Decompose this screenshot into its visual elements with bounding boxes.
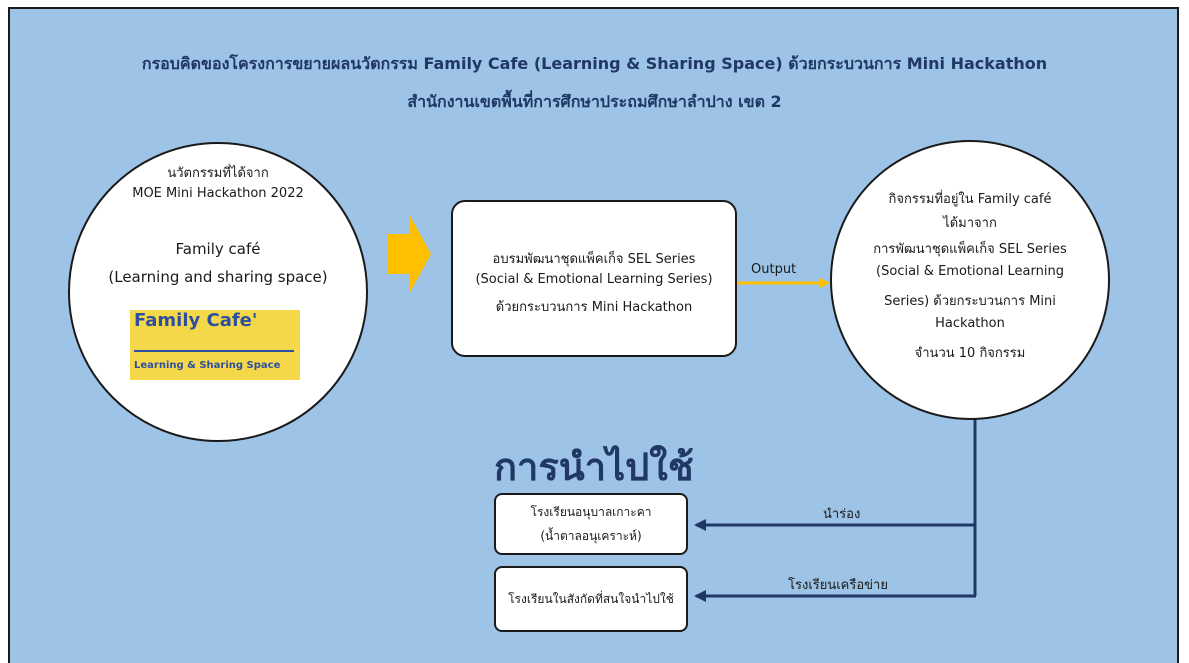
activities-line-5: Series) ด้วยกระบวนการ Mini xyxy=(884,294,1056,309)
logo-divider xyxy=(134,350,294,352)
innovation-subname: (Learning and sharing space) xyxy=(108,268,328,286)
pilot-label: นำร่อง xyxy=(823,507,861,522)
activities-line-3: การพัฒนาชุดแพ็คเก็จ SEL Series xyxy=(873,242,1067,257)
title-line-2: สำนักงานเขตพื้นที่การศึกษาประถมศึกษาลำปา… xyxy=(407,92,782,111)
logo-subtitle: Learning & Sharing Space xyxy=(134,360,281,371)
pilot-school-name: โรงเรียนอนุบาลเกาะคา xyxy=(530,505,652,519)
activities-line-7: จำนวน 10 กิจกรรม xyxy=(914,346,1026,361)
pilot-school-note: (น้ำตาลอนุเคราะห์) xyxy=(540,529,642,543)
training-box: อบรมพัฒนาชุดแพ็คเก็จ SEL Series (Social … xyxy=(451,200,737,357)
application-heading: การนำไปใช้ xyxy=(494,445,694,489)
chevron-arrow-icon xyxy=(387,214,431,294)
network-label: โรงเรียนเครือข่าย xyxy=(788,578,888,593)
innovation-circle: นวัตกรรมที่ได้จาก MOE Mini Hackathon 202… xyxy=(68,142,368,442)
title-line-1: กรอบคิดของโครงการขยายผลนวัตกรรม Family C… xyxy=(141,54,1048,73)
activities-line-4: (Social & Emotional Learning xyxy=(876,264,1064,279)
activities-circle: กิจกรรมที่อยู่ใน Family café ได้มาจาก กา… xyxy=(830,140,1110,420)
innovation-source-label: นวัตกรรมที่ได้จาก xyxy=(167,166,269,181)
innovation-source-event: MOE Mini Hackathon 2022 xyxy=(132,186,304,201)
activities-line-1: กิจกรรมที่อยู่ใน Family café xyxy=(888,192,1052,207)
activities-line-2: ได้มาจาก xyxy=(943,216,997,231)
interested-schools-box: โรงเรียนในสังกัดที่สนใจนำไปใช้ xyxy=(494,566,688,632)
activities-line-6: Hackathon xyxy=(935,316,1005,331)
training-line-3: ด้วยกระบวนการ Mini Hackathon xyxy=(495,300,693,315)
output-label: Output xyxy=(751,262,797,277)
interested-schools-name: โรงเรียนในสังกัดที่สนใจนำไปใช้ xyxy=(508,592,674,606)
training-line-2: (Social & Emotional Learning Series) xyxy=(475,272,713,287)
pilot-school-box: โรงเรียนอนุบาลเกาะคา (น้ำตาลอนุเคราะห์) xyxy=(494,493,688,555)
training-line-1: อบรมพัฒนาชุดแพ็คเก็จ SEL Series xyxy=(492,252,696,267)
logo-title: Family Cafe' xyxy=(134,310,258,331)
family-cafe-logo: Family Cafe' Learning & Sharing Space xyxy=(130,310,300,380)
innovation-name: Family café xyxy=(175,240,261,258)
